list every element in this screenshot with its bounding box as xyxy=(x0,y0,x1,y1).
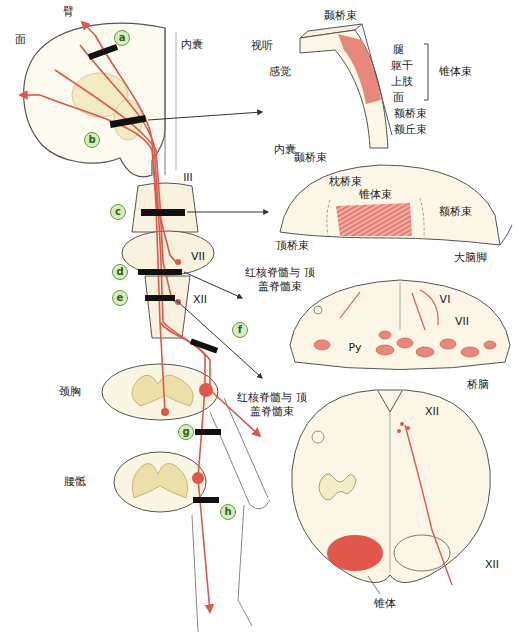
brain-outline xyxy=(24,23,165,177)
part-label: 内囊 xyxy=(274,143,296,157)
callout-circle: e xyxy=(112,290,128,306)
part-label: 躯干 xyxy=(391,59,413,73)
part-label: 大脑脚 xyxy=(454,251,487,265)
part-label: 臂 xyxy=(63,5,74,19)
part-label: 红核脊髓与 顶盖脊髓束 xyxy=(245,266,315,294)
part-label: XII xyxy=(425,405,439,419)
part-label: 额桥束 xyxy=(439,205,472,219)
callout-letter: d xyxy=(116,267,123,277)
callout-letter: b xyxy=(88,135,95,145)
part-label: 桥脑 xyxy=(467,378,489,392)
callout-circle: d xyxy=(112,264,128,280)
part-label: 视听 xyxy=(251,39,273,53)
callout-letter: f xyxy=(238,325,242,335)
callout-letter: a xyxy=(119,33,126,43)
part-label: 内囊 xyxy=(181,38,203,52)
part-label: 锥体束 xyxy=(359,188,392,202)
part-label: III xyxy=(183,171,193,185)
part-label: 额桥束 xyxy=(394,107,427,121)
part-label: XII xyxy=(193,293,207,307)
part-label: XII xyxy=(485,558,499,572)
part-label: 颈胸 xyxy=(59,385,81,399)
callout-letter: h xyxy=(224,507,231,517)
part-label: VI xyxy=(440,293,451,307)
part-label: 上肢 xyxy=(391,75,413,89)
part-label: VII xyxy=(191,250,205,264)
part-label: 面 xyxy=(393,91,404,105)
part-label: 枕桥束 xyxy=(329,175,362,189)
part-label: VII xyxy=(455,315,469,329)
callout-circle: c xyxy=(110,204,126,220)
part-label: 额丘束 xyxy=(394,123,427,137)
callout-circle: f xyxy=(232,322,248,338)
callout-letter: e xyxy=(117,293,124,303)
part-label: 锥体 xyxy=(374,597,396,611)
part-label: Py xyxy=(346,341,363,355)
callout-circle: a xyxy=(114,30,130,46)
callout-circle: g xyxy=(178,424,194,440)
part-label: 腿 xyxy=(393,43,404,57)
part-label: 面 xyxy=(15,33,26,47)
part-label: 感觉 xyxy=(269,65,291,79)
part-label: 腰骶 xyxy=(64,475,86,489)
part-label: 颞桥束 xyxy=(324,9,357,23)
callout-letter: c xyxy=(115,207,121,217)
part-label: 顶桥束 xyxy=(276,239,309,253)
part-label: 颞桥束 xyxy=(294,151,327,165)
callout-letter: g xyxy=(182,427,189,437)
callout-circle: b xyxy=(84,132,100,148)
part-label: 锥体束 xyxy=(439,65,472,79)
part-label: 红核脊髓与 顶盖脊髓束 xyxy=(237,391,307,419)
callout-circle: h xyxy=(220,504,236,520)
